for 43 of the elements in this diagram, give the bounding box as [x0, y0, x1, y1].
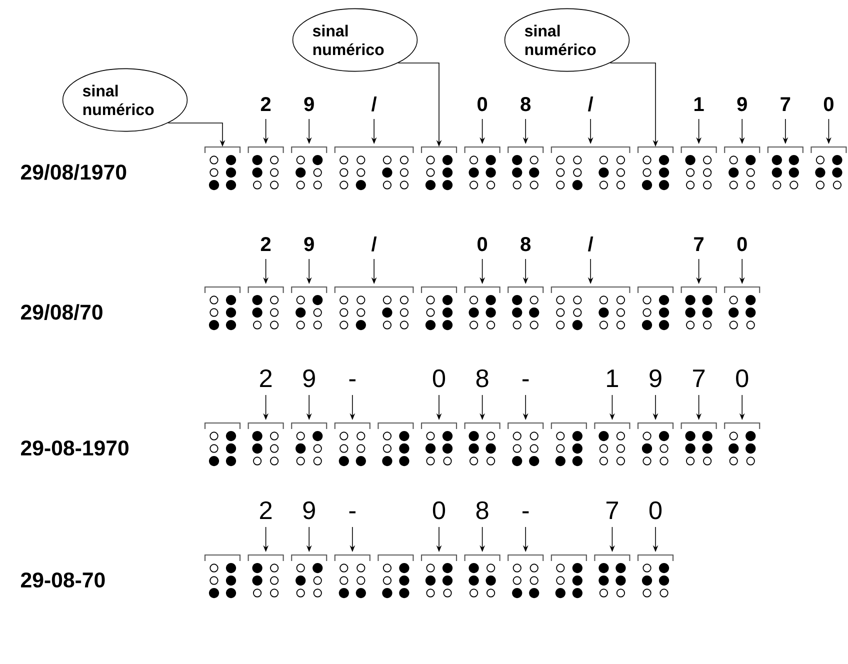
date-label: 29-08-1970	[21, 440, 128, 456]
character: 9	[303, 369, 315, 388]
character: 7	[693, 370, 705, 387]
character: 9	[303, 501, 315, 520]
character: -	[522, 379, 529, 382]
character: 7	[694, 237, 704, 251]
date-label: 29/08/70	[21, 304, 102, 320]
character: 2	[260, 501, 272, 519]
braille-cell	[420, 146, 458, 190]
character: -	[349, 379, 356, 382]
character: 8	[476, 369, 488, 388]
character: /	[371, 96, 377, 112]
date-label: 29-08-70	[21, 572, 105, 588]
character: 1	[607, 370, 618, 387]
character: -	[349, 511, 356, 514]
character: 7	[780, 97, 790, 111]
braille-cell	[204, 146, 241, 190]
character: 9	[304, 237, 314, 252]
character: 9	[650, 369, 662, 388]
character: 8	[520, 97, 531, 112]
character: 2	[260, 97, 271, 111]
character: 8	[476, 501, 488, 520]
character: 0	[649, 501, 662, 520]
character: 2	[260, 237, 271, 251]
character: 0	[736, 369, 748, 388]
braille-cell	[637, 146, 674, 190]
character: 1	[694, 97, 704, 111]
character: /	[371, 236, 377, 252]
character: 0	[824, 97, 834, 112]
character: 7	[606, 502, 618, 519]
character: 0	[737, 237, 747, 252]
character: /	[588, 96, 594, 112]
character: 0	[432, 369, 446, 388]
character: 0	[432, 501, 446, 520]
character: /	[588, 236, 594, 252]
character: -	[522, 511, 529, 514]
character: 9	[304, 97, 314, 112]
character: 8	[520, 237, 531, 252]
character: 9	[737, 97, 747, 112]
character: 0	[478, 237, 488, 252]
date-label: 29/08/1970	[21, 164, 126, 180]
character: 2	[260, 369, 272, 387]
character: 0	[478, 97, 488, 112]
